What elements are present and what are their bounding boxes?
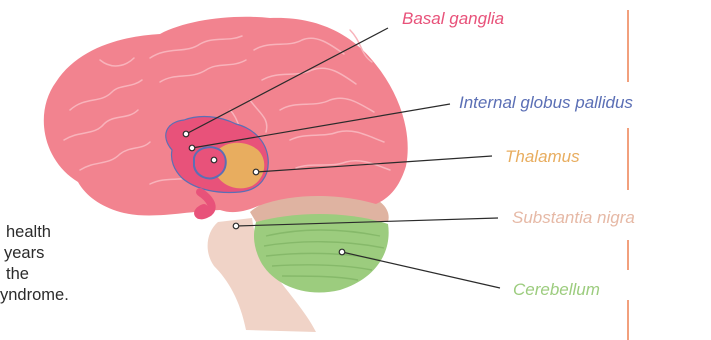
label-cerebellum: Cerebellum bbox=[513, 280, 600, 299]
body-text-line: years bbox=[4, 243, 44, 264]
label-internal-globus-pallidus: Internal globus pallidus bbox=[459, 93, 633, 112]
body-text-line: the bbox=[6, 264, 29, 285]
body-text-line: yndrome. bbox=[0, 285, 69, 306]
label-thalamus: Thalamus bbox=[505, 147, 580, 166]
globus-pallidus bbox=[194, 147, 226, 178]
label-basal-ganglia: Basal ganglia bbox=[402, 9, 504, 28]
body-text-line: health bbox=[6, 222, 51, 243]
label-substantia-nigra: Substantia nigra bbox=[512, 208, 635, 227]
